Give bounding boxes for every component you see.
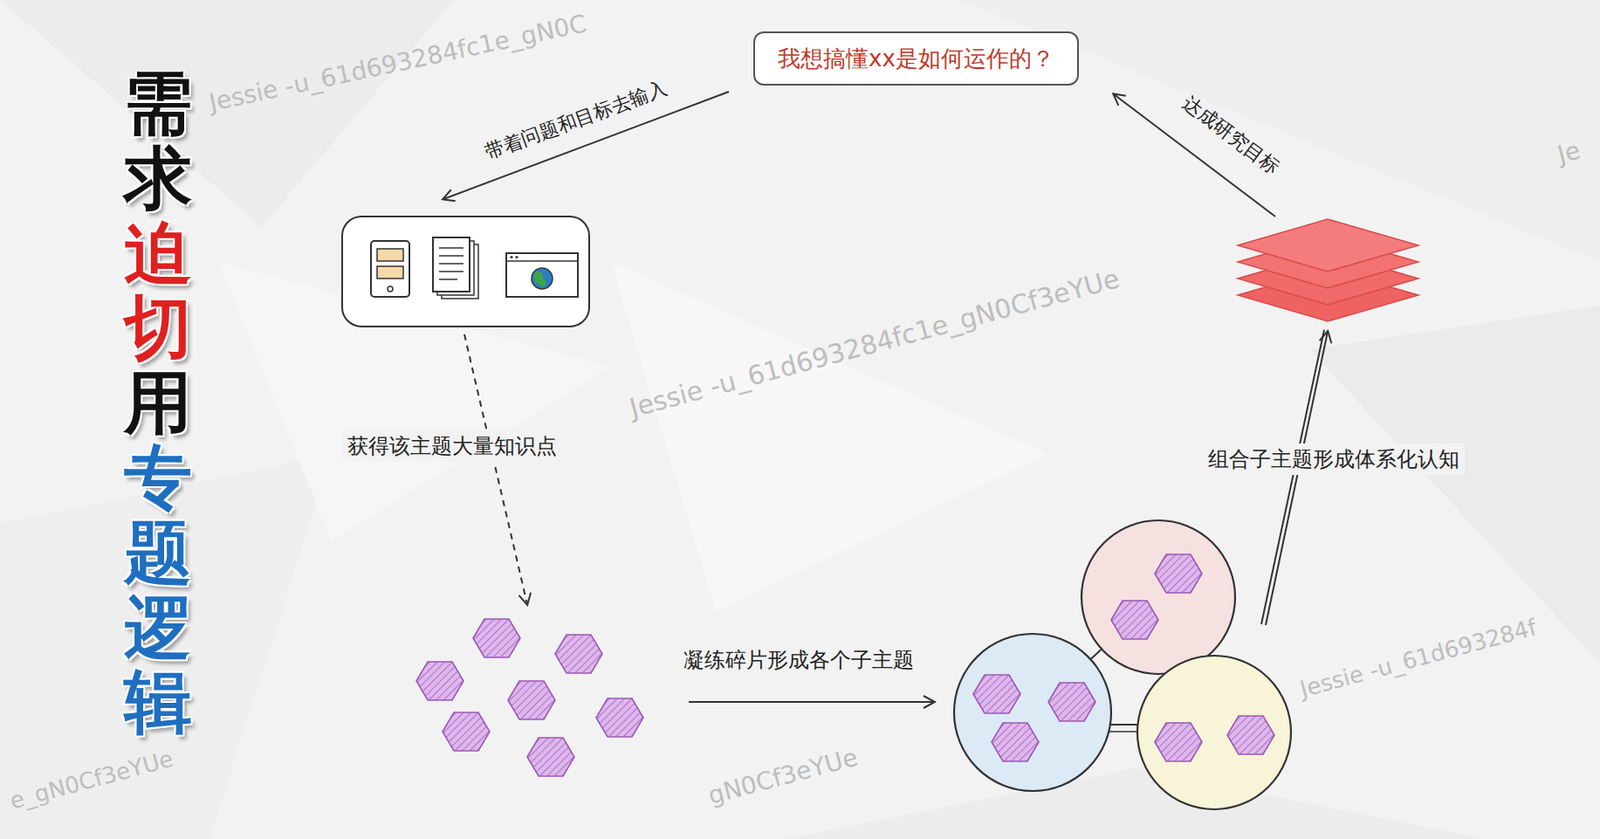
step-label: 达成研究目标 — [1176, 89, 1285, 180]
step-label: 组合子主题形成体系化认知 — [1202, 443, 1465, 475]
title-char: 用 — [123, 363, 193, 442]
title-char: 求 — [123, 138, 193, 218]
watermark: Jessie -u_61d693284fc1e_gN0C — [206, 8, 590, 117]
watermark: Jessie -u_61d693284f — [1297, 613, 1539, 702]
title-char: 逻 — [123, 588, 193, 667]
watermark: Je — [1554, 135, 1584, 169]
step-label: 凝练碎片形成各个子主题 — [683, 645, 914, 674]
question-text: 我想搞懂xx是如何运作的？ — [777, 43, 1055, 75]
watermark: e_gN0Cf3eYUe — [6, 745, 176, 815]
title-char: 专 — [123, 438, 193, 517]
system-stack — [1237, 219, 1419, 322]
step-label: 获得该主题大量知识点 — [342, 430, 563, 462]
subtopic-circles — [954, 520, 1291, 810]
flow-arrows — [443, 91, 1328, 702]
question-box: 我想搞懂xx是如何运作的？ — [753, 31, 1079, 86]
title-char: 迫 — [123, 213, 193, 293]
watermark: gN0Cf3eYUe — [705, 742, 861, 811]
knowledge-fragments — [416, 618, 644, 776]
step-label: 带着问题和目标去输入 — [481, 75, 672, 165]
watermark: Jessie -u_61d693284fc1e_gN0Cf3eYUe — [625, 262, 1123, 424]
title-char: 切 — [123, 288, 193, 367]
title-char: 题 — [123, 513, 193, 592]
vertical-title: 需求迫切用专题逻辑 — [123, 66, 193, 741]
sources-box — [342, 216, 590, 327]
title-char: 辑 — [123, 662, 193, 742]
title-char: 需 — [123, 63, 193, 143]
